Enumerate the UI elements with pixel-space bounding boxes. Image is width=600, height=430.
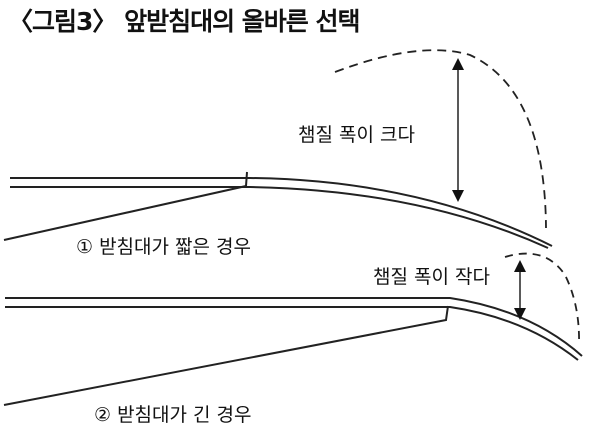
short-support-stick [3, 171, 248, 241]
swing-arc-large [334, 49, 547, 229]
rod-short-support [10, 177, 553, 247]
case2-diagram [3, 252, 583, 406]
swing-label-small: 챔질 폭이 작다 [373, 266, 490, 288]
figure-title: 〈그림3〉 앞받침대의 올바른 선택 [8, 7, 361, 36]
case1-label: ① 받침대가 짧은 경우 [76, 236, 251, 258]
swing-arc-small [504, 252, 580, 346]
long-support-stick [3, 305, 449, 406]
case2-label: ② 받침대가 긴 경우 [94, 404, 252, 426]
swing-label-large: 챔질 폭이 크다 [298, 124, 415, 146]
case1-diagram [3, 49, 553, 249]
